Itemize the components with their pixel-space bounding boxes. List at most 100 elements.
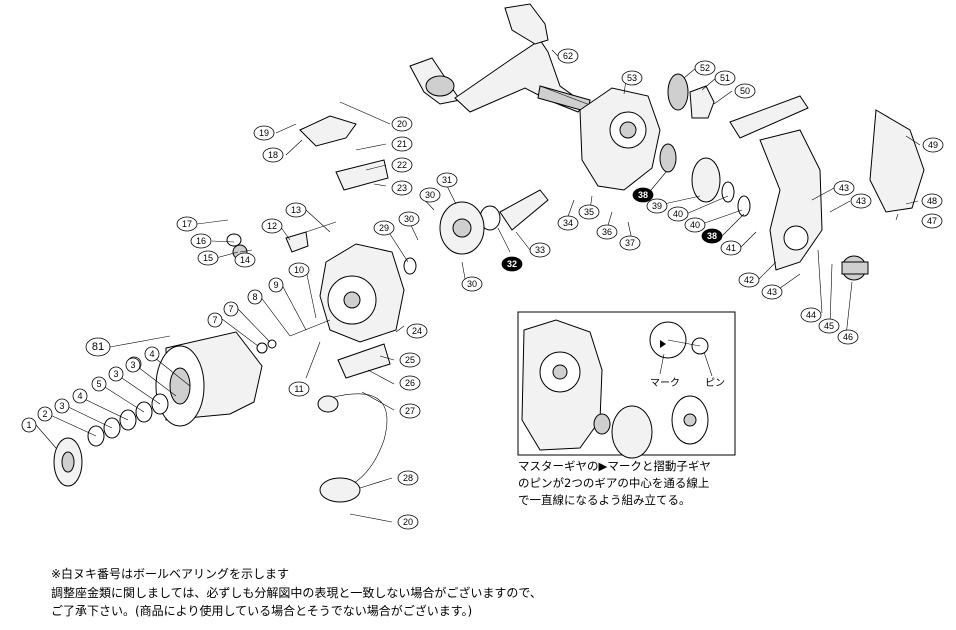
callout-c5: 5 — [91, 376, 107, 392]
callout-c28: 28 — [397, 470, 419, 486]
callout-number: 3 — [113, 369, 118, 379]
callout-c7a: 7 — [207, 312, 223, 328]
callout-c22: 22 — [391, 157, 413, 173]
callout-c34: 34 — [557, 215, 579, 231]
callout-number: 15 — [203, 253, 213, 263]
callout-c45: 45 — [818, 318, 840, 334]
callout-oval — [234, 252, 256, 268]
callout-oval — [399, 352, 421, 368]
callout-number: 34 — [563, 218, 573, 228]
callout-oval — [419, 187, 441, 203]
callout-c17: 17 — [176, 216, 198, 232]
callout-oval — [921, 213, 943, 229]
callout-oval — [578, 204, 600, 220]
callout-c27: 27 — [399, 403, 421, 419]
callout-number: 4 — [149, 349, 154, 359]
callout-c20b: 20 — [397, 514, 419, 530]
inset-instruction-line-2: のピンが2つのギアの中心を通る線上 — [518, 476, 710, 490]
callout-c24: 24 — [406, 323, 428, 339]
callout-c10: 10 — [288, 262, 310, 278]
callout-number: 48 — [927, 196, 937, 206]
callout-oval — [72, 388, 88, 404]
callout-number: 20 — [403, 517, 413, 527]
callout-c8: 8 — [247, 289, 263, 305]
callout-oval — [738, 272, 760, 288]
callout-c7b: 7 — [223, 301, 239, 317]
callout-oval — [701, 228, 723, 244]
callout-oval — [268, 277, 284, 293]
callout-number: 12 — [267, 221, 277, 231]
callout-c11: 11 — [288, 381, 310, 397]
callout-oval — [800, 307, 822, 323]
callout-oval — [85, 337, 111, 357]
handle-assembly — [409, 3, 591, 113]
callout-number: 43 — [767, 287, 777, 297]
callout-oval — [223, 301, 239, 317]
callout-number: 53 — [627, 73, 637, 83]
callout-oval — [144, 346, 160, 362]
callout-oval — [694, 60, 716, 76]
callout-number: 37 — [625, 238, 635, 248]
callout-c3b: 3 — [108, 366, 124, 382]
callout-number: 30 — [404, 214, 414, 224]
callout-oval — [397, 470, 419, 486]
leader-lines — [35, 49, 921, 523]
callout-number: 27 — [405, 406, 415, 416]
callout-number: 40 — [690, 220, 700, 230]
callout-oval — [833, 180, 855, 196]
callout-c43b: 43 — [833, 180, 855, 196]
callout-c40b: 40 — [684, 217, 706, 233]
callout-c49: 49 — [922, 137, 944, 153]
callout-number: 42 — [744, 275, 754, 285]
gear-alignment-inset: マーク ピン — [517, 311, 736, 459]
callout-c51: 51 — [714, 70, 736, 86]
callout-c16: 16 — [190, 233, 212, 249]
callout-number: 1 — [26, 420, 31, 430]
callout-c33: 33 — [529, 242, 551, 258]
callout-number: 43 — [839, 183, 849, 193]
callout-oval — [391, 157, 413, 173]
callout-number: 45 — [824, 321, 834, 331]
callout-c36: 36 — [596, 224, 618, 240]
callout-c4c: 4 — [144, 346, 160, 362]
callout-number: 81 — [92, 341, 104, 353]
callout-c23: 23 — [391, 180, 413, 196]
callout-number: 8 — [252, 292, 257, 302]
inset-pin-label: ピン — [705, 377, 725, 389]
callout-oval — [621, 70, 643, 86]
callout-number: 41 — [726, 243, 736, 253]
callout-c9: 9 — [268, 277, 284, 293]
callout-number: 44 — [806, 310, 816, 320]
callout-c50: 50 — [734, 83, 756, 99]
callout-number: 46 — [843, 332, 853, 342]
callout-c48: 48 — [921, 193, 943, 209]
callout-c43a: 43 — [761, 284, 783, 300]
callout-oval — [247, 289, 263, 305]
callout-c2: 2 — [37, 406, 53, 422]
callout-c15: 15 — [197, 250, 219, 266]
callout-c1: 1 — [21, 417, 37, 433]
callout-layer: 1234534348177891011121314151617181920212… — [21, 48, 944, 530]
callout-c30c: 30 — [461, 276, 483, 292]
body-housing — [579, 73, 715, 191]
callout-oval — [391, 136, 413, 152]
callout-oval — [391, 180, 413, 196]
callout-number: 23 — [397, 183, 407, 193]
callout-c32: 32 — [501, 256, 523, 272]
callout-oval — [734, 83, 756, 99]
callout-oval — [596, 224, 618, 240]
callout-number: 38 — [638, 190, 648, 200]
callout-oval — [684, 217, 706, 233]
callout-c25: 25 — [399, 352, 421, 368]
callout-c4a: 4 — [72, 388, 88, 404]
callout-number: 5 — [96, 379, 101, 389]
callout-oval — [398, 211, 420, 227]
callout-number: 32 — [507, 259, 517, 269]
bail-assembly — [226, 115, 388, 503]
callout-oval — [850, 193, 872, 209]
callout-number: 18 — [268, 150, 278, 160]
inset-instruction-line-1: マスターギヤの▶マークと摺動子ギヤ — [518, 459, 711, 473]
callout-oval — [921, 193, 943, 209]
callout-number: 14 — [240, 255, 250, 265]
callout-oval — [436, 172, 458, 188]
